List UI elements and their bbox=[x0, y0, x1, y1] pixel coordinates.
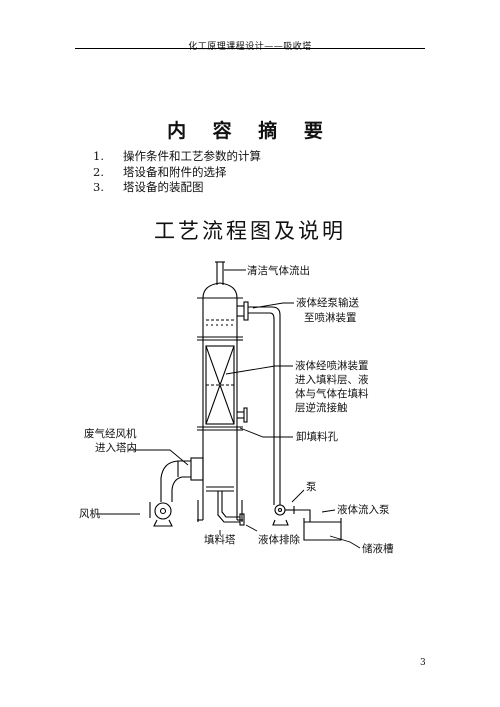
tower-top-outlet bbox=[202, 261, 238, 299]
list-item: 2. 塔设备和附件的选择 bbox=[93, 165, 261, 181]
diagram-title: 工艺流程图及说明 bbox=[154, 219, 346, 243]
label-liquid-drain: 液体排除 bbox=[258, 534, 300, 546]
list-item-number: 1. bbox=[93, 149, 104, 163]
section-title: 内 容 摘 要 bbox=[167, 120, 333, 142]
liquid-inlet-nozzle bbox=[237, 301, 281, 505]
label-waste-gas-2: 进入塔内 bbox=[95, 442, 137, 454]
label-storage-tank: 储液槽 bbox=[362, 543, 394, 555]
label-packed-tower: 填料塔 bbox=[204, 534, 236, 546]
gas-inlet-duct bbox=[160, 457, 204, 502]
label-spray-line-3: 体与气体在填料 bbox=[295, 388, 369, 400]
unload-hole-nozzle bbox=[237, 339, 248, 423]
list-item-text: 操作条件和工艺参数的计算 bbox=[123, 149, 261, 163]
list-item: 1. 操作条件和工艺参数的计算 bbox=[93, 149, 261, 165]
storage-tank bbox=[294, 509, 342, 541]
label-spray-line-1: 液体经喷淋装置 bbox=[295, 360, 369, 372]
label-clean-gas-out: 清洁气体流出 bbox=[247, 265, 310, 277]
header-rule bbox=[75, 48, 425, 49]
label-leaders bbox=[96, 269, 361, 549]
list-item: 3. 塔设备的装配图 bbox=[93, 180, 261, 196]
label-spray-line-4: 层逆流接触 bbox=[295, 402, 348, 414]
running-header: 化工原理课程设计——吸收塔 bbox=[188, 42, 312, 52]
label-spray-line-2: 进入填料层、液 bbox=[295, 374, 369, 386]
page-number: 3 bbox=[420, 658, 426, 668]
contents-list: 1. 操作条件和工艺参数的计算 2. 塔设备和附件的选择 3. 塔设备的装配图 bbox=[93, 149, 261, 196]
pump bbox=[272, 504, 295, 526]
label-liquid-pumped: 液体经泵输送 bbox=[296, 297, 359, 309]
fan-unit bbox=[149, 502, 173, 527]
label-to-sprayer: 至喷淋装置 bbox=[304, 312, 357, 324]
list-item-number: 2. bbox=[93, 164, 104, 179]
list-item-text: 塔设备和附件的选择 bbox=[123, 164, 227, 179]
label-unload-hole: 卸填料孔 bbox=[296, 431, 338, 443]
label-waste-gas-1: 废气经风机 bbox=[84, 428, 137, 440]
liquid-drain-pipe bbox=[217, 491, 245, 526]
packed-tower-body bbox=[197, 297, 243, 522]
list-item-number: 3. bbox=[93, 180, 104, 194]
list-item-text: 塔设备的装配图 bbox=[123, 180, 204, 194]
label-fan: 风机 bbox=[79, 508, 100, 520]
label-liquid-into-pump: 液体流入泵 bbox=[337, 504, 390, 516]
label-pump: 泵 bbox=[306, 481, 317, 493]
